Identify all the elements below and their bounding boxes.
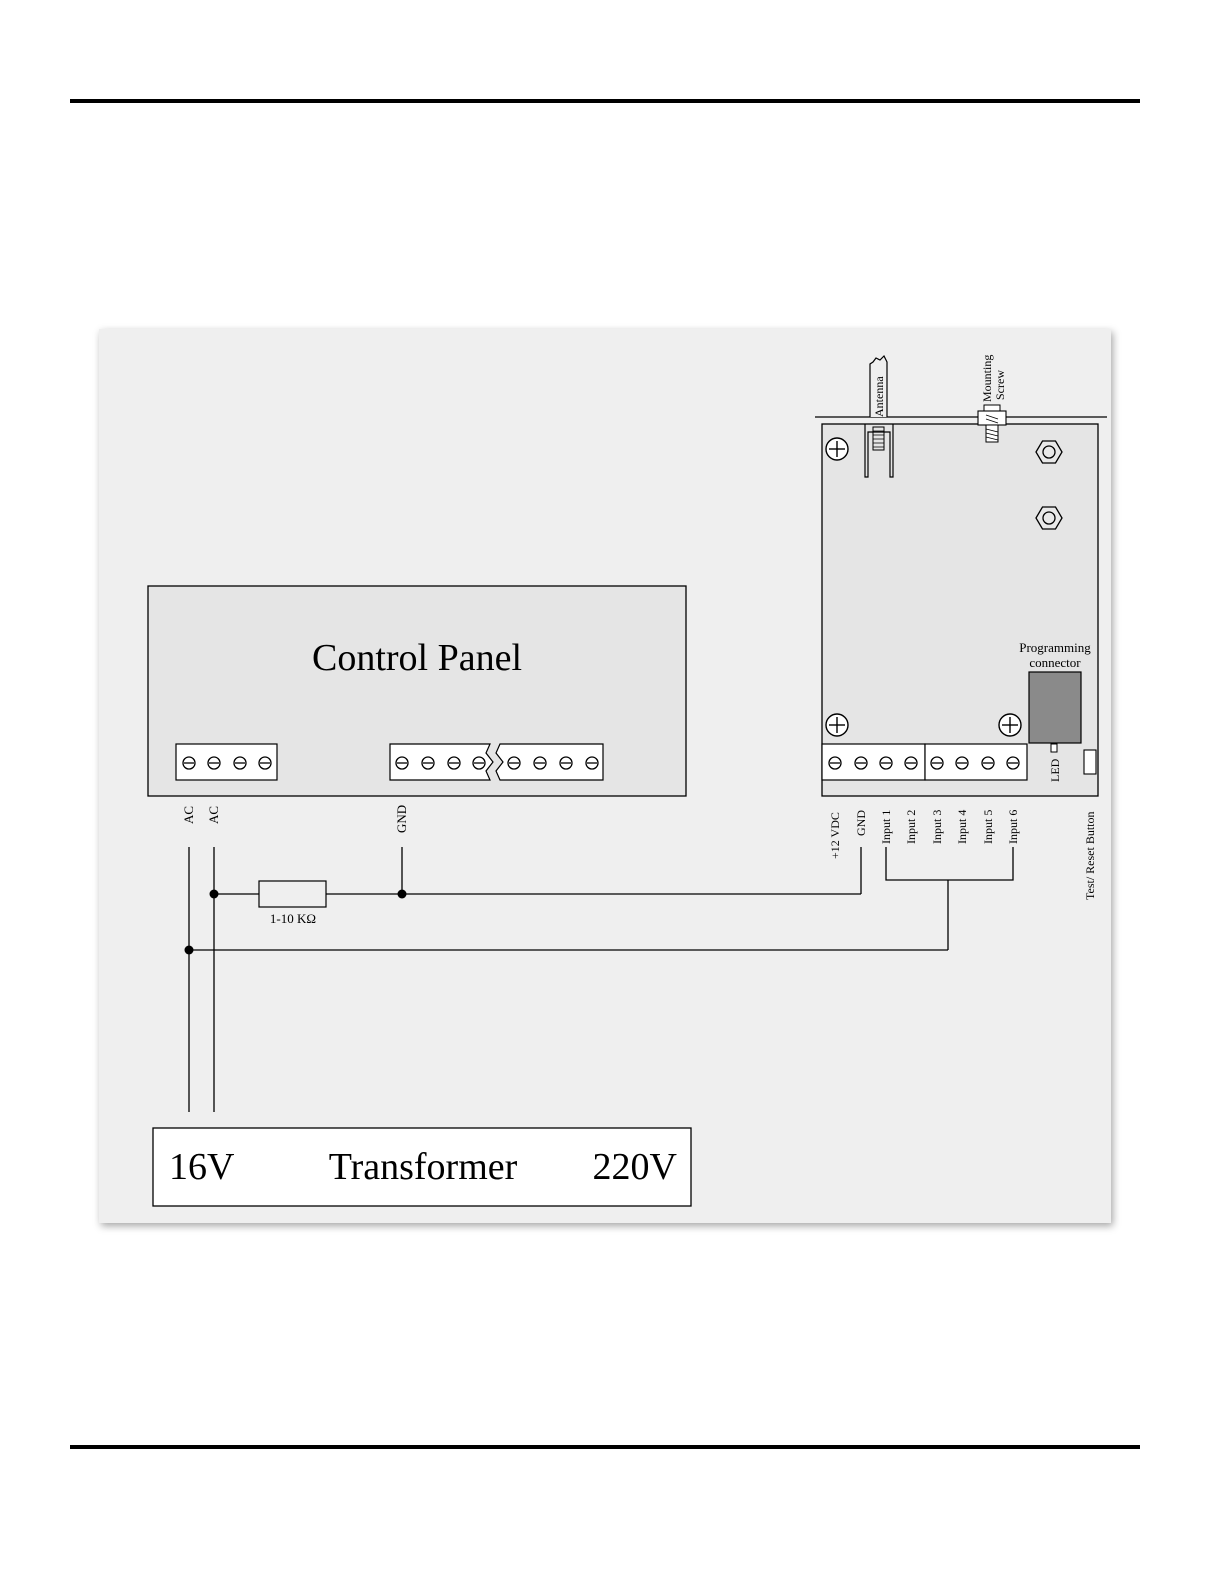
programming-label-2: connector xyxy=(1029,655,1081,670)
led-label: LED xyxy=(1048,758,1062,782)
label-input-3: Input 3 xyxy=(930,810,944,844)
test-reset-label: Test/ Reset Button xyxy=(1083,812,1097,901)
led-indicator xyxy=(1051,744,1057,752)
hex-nut-icon xyxy=(1036,507,1062,529)
control-panel-title: Control Panel xyxy=(312,637,522,679)
resistor: 1-10 KΩ xyxy=(259,881,326,926)
transformer: 16V Transformer 220V xyxy=(153,1128,691,1206)
module-terminal-block-1 xyxy=(822,744,925,780)
label-input-5: Input 5 xyxy=(981,810,995,844)
label-gnd-module: GND xyxy=(854,810,868,836)
hex-nut-icon xyxy=(1036,441,1062,463)
module-terminal-block-2 xyxy=(925,744,1027,780)
mounting-screw-label-1: Mounting xyxy=(980,355,994,402)
transformer-high-voltage: 220V xyxy=(593,1146,678,1188)
label-input-1: Input 1 xyxy=(879,810,893,844)
programming-label-1: Programming xyxy=(1019,640,1091,655)
antenna-label: Antenna xyxy=(872,376,886,417)
terminal-screw xyxy=(259,757,271,769)
label-gnd-panel: GND xyxy=(394,805,409,833)
label-ac-1: AC xyxy=(181,806,196,824)
test-reset-button xyxy=(1084,750,1096,774)
terminal-screw xyxy=(234,757,246,769)
transformer-title: Transformer xyxy=(329,1146,518,1188)
label-input-2: Input 2 xyxy=(904,810,918,844)
programming-connector xyxy=(1029,672,1081,743)
transformer-low-voltage: 16V xyxy=(169,1146,235,1188)
label-ac-2: AC xyxy=(206,806,221,824)
control-panel: Control Panel xyxy=(148,586,686,796)
terminal-screw xyxy=(208,757,220,769)
mounting-hole-icon xyxy=(826,714,848,736)
label-12vdc: +12 VDC xyxy=(828,812,842,859)
terminal-screw xyxy=(183,757,195,769)
mounting-screw-label-2: Screw xyxy=(993,370,1007,400)
mounting-hole-icon xyxy=(999,714,1021,736)
resistor-label: 1-10 KΩ xyxy=(270,911,316,926)
label-input-4: Input 4 xyxy=(955,810,969,844)
mounting-hole-icon xyxy=(826,438,848,460)
label-input-6: Input 6 xyxy=(1006,810,1020,844)
